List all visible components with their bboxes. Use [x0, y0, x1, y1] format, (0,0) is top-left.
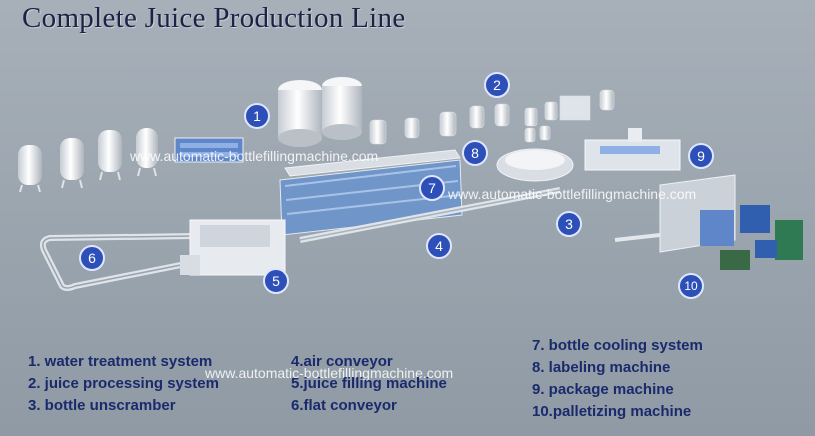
juice-processing-equipment: [369, 89, 615, 145]
watermark-text: www.automatic-bottlefillingmachine.com: [448, 186, 697, 202]
legend-item-8: 8. labeling machine: [532, 359, 671, 376]
legend-item-3: 3. bottle unscramber: [28, 397, 176, 414]
flat-conveyor-loop: [39, 233, 197, 291]
station-marker-4: 4: [426, 233, 452, 259]
watermark-text: www.automatic-bottlefillingmachine.com: [130, 148, 379, 164]
station-marker-1: 1: [244, 103, 270, 129]
station-marker-3: 3: [556, 211, 582, 237]
legend-item-6: 6.flat conveyor: [291, 397, 397, 414]
package-machine: [584, 128, 681, 171]
labeling-machine: [496, 148, 574, 182]
watermark-text: www.automatic-bottlefillingmachine.com: [205, 365, 454, 381]
legend-item-7: 7. bottle cooling system: [532, 337, 703, 354]
station-marker-8: 8: [462, 140, 488, 166]
station-marker-10: 10: [678, 273, 704, 299]
station-marker-7: 7: [419, 175, 445, 201]
juice-filling-machine: [180, 219, 286, 276]
legend-item-2: 2. juice processing system: [28, 375, 219, 392]
page-title: Complete Juice Production Line: [22, 2, 406, 34]
legend-item-9: 9. package machine: [532, 381, 674, 398]
water-treatment-tanks: [18, 128, 244, 193]
legend-item-5: 5.juice filling machine: [291, 375, 447, 392]
station-marker-9: 9: [688, 143, 714, 169]
legend-column-2: 4.air conveyor 5.juice filling machine 6…: [291, 351, 447, 417]
legend-column-1: 1. water treatment system 2. juice proce…: [28, 351, 219, 417]
juice-storage-tanks: [278, 77, 362, 147]
palletizing-area: [614, 174, 803, 270]
station-marker-5: 5: [263, 268, 289, 294]
station-marker-6: 6: [79, 245, 105, 271]
legend-item-1: 1. water treatment system: [28, 353, 213, 370]
air-conveyor-line: [299, 187, 561, 243]
legend-item-4: 4.air conveyor: [291, 353, 393, 370]
legend-column-3: 7. bottle cooling system 8. labeling mac…: [532, 335, 703, 423]
station-marker-2: 2: [484, 72, 510, 98]
legend-item-10: 10.palletizing machine: [532, 403, 692, 420]
